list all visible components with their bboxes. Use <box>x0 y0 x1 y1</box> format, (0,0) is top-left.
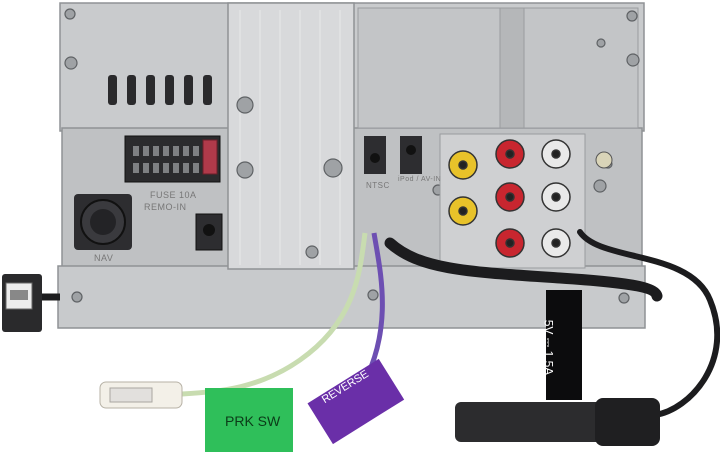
prk-sw-tag <box>205 388 293 452</box>
reverse-tag <box>307 358 405 445</box>
ntsc-jack <box>370 153 380 163</box>
heatsink <box>227 2 355 270</box>
fuse <box>202 139 218 175</box>
usb-spec-text: 5V ⎓ 1.5A <box>541 319 556 376</box>
usb-spec-tag <box>546 290 582 400</box>
upper-right-panel <box>357 7 639 129</box>
prk-sw-label: PRK SW <box>225 413 281 429</box>
ntsc-label: NTSC <box>366 181 390 190</box>
ipod-av-label: iPod / AV-IN <box>398 176 442 183</box>
remote-in-jack <box>203 224 215 236</box>
ipod-jack <box>406 145 416 155</box>
fuse-label: FUSE 10A <box>150 190 197 200</box>
remo-in-label: REMO-IN <box>144 202 187 212</box>
nav-label: NAV <box>94 253 114 263</box>
vent-slots <box>108 75 212 105</box>
usb-cable <box>384 237 663 302</box>
rca-jacks <box>448 139 571 258</box>
antenna-socket <box>595 151 613 169</box>
usb-cable-left <box>2 274 60 332</box>
